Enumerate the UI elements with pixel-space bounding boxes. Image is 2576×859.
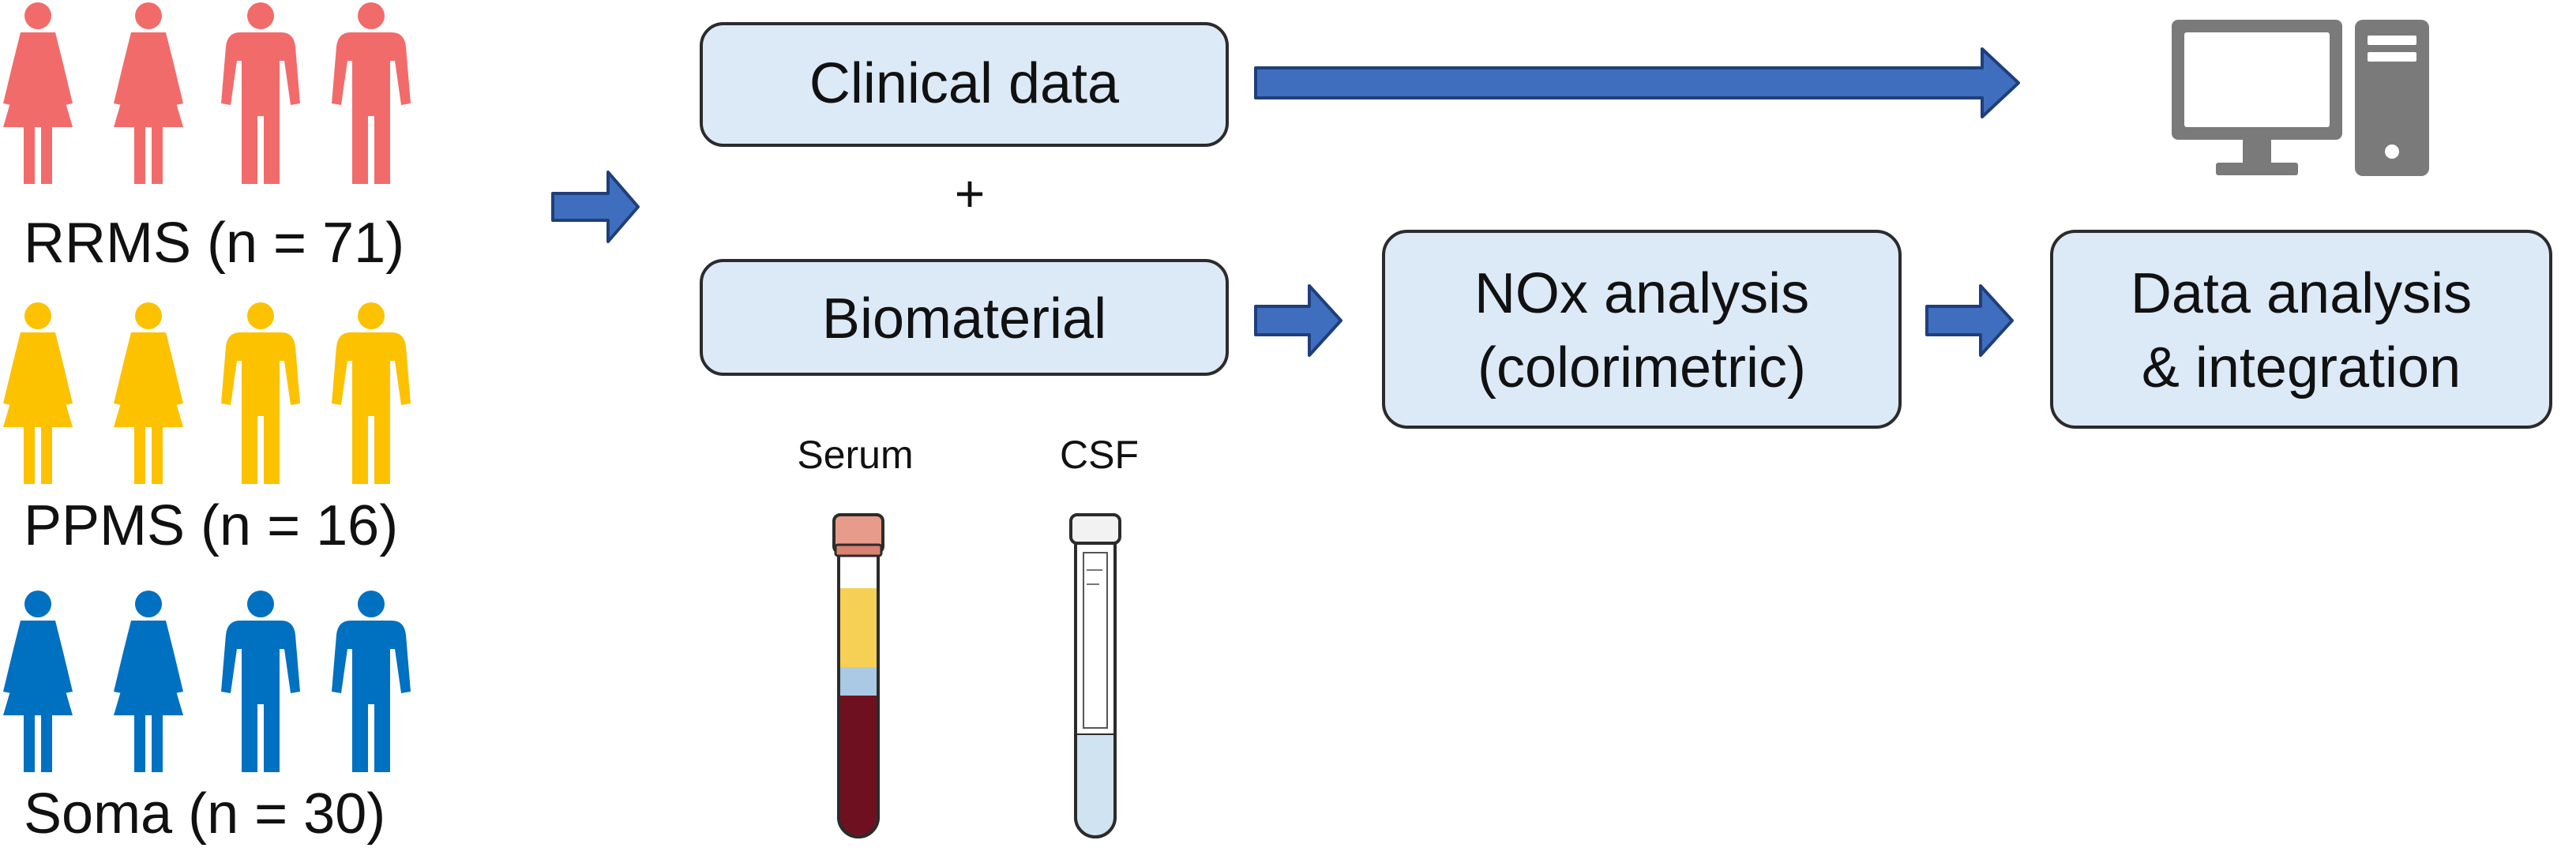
arrow-icon [551,171,640,243]
female-person-icon [3,2,73,184]
arrow-icon [1254,47,2020,118]
group-label-ppms: PPMS (n = 16) [24,494,398,557]
female-person-icon [114,2,183,184]
male-person-icon [221,2,300,184]
biomaterial-box: Biomaterial [700,259,1229,376]
nox-method-label: (colorimetric) [1478,336,1806,399]
group-label-rrms: RRMS (n = 71) [24,212,404,275]
female-person-icon [3,591,73,772]
people-icons-soma [3,591,411,772]
nox-analysis-label: NOx analysis [1474,262,1809,325]
group-soma: Soma (n = 30) [3,591,411,846]
people-icons-rrms [3,2,411,184]
serum-label: Serum [797,433,913,477]
nox-analysis-box: NOx analysis (colorimetric) [1382,230,1902,429]
data-analysis-box: Data analysis & integration [2050,230,2552,429]
clinical-data-label: Clinical data [809,52,1120,115]
male-person-icon [332,302,411,484]
computer-icon [2172,20,2429,176]
female-person-icon [3,302,73,484]
data-analysis-label: Data analysis [2131,262,2472,325]
male-person-icon [221,302,300,484]
male-person-icon [221,591,300,772]
arrow-icon [1925,284,2014,357]
serum-tube-icon [832,513,884,838]
arrow-icon [1254,284,1342,357]
clinical-data-box: Clinical data [700,22,1229,147]
male-person-icon [332,2,411,184]
csf-label: CSF [1060,433,1139,477]
female-person-icon [114,302,183,484]
biomaterial-label: Biomaterial [822,287,1106,351]
male-person-icon [332,591,411,772]
plus-sign: + [955,164,986,223]
people-icons-ppms [3,302,411,484]
csf-tube-icon [1069,513,1121,838]
group-ppms: PPMS (n = 16) [3,302,411,557]
group-label-soma: Soma (n = 30) [24,782,385,846]
group-rrms: RRMS (n = 71) [3,2,411,275]
integration-label: & integration [2142,336,2461,399]
female-person-icon [114,591,183,772]
